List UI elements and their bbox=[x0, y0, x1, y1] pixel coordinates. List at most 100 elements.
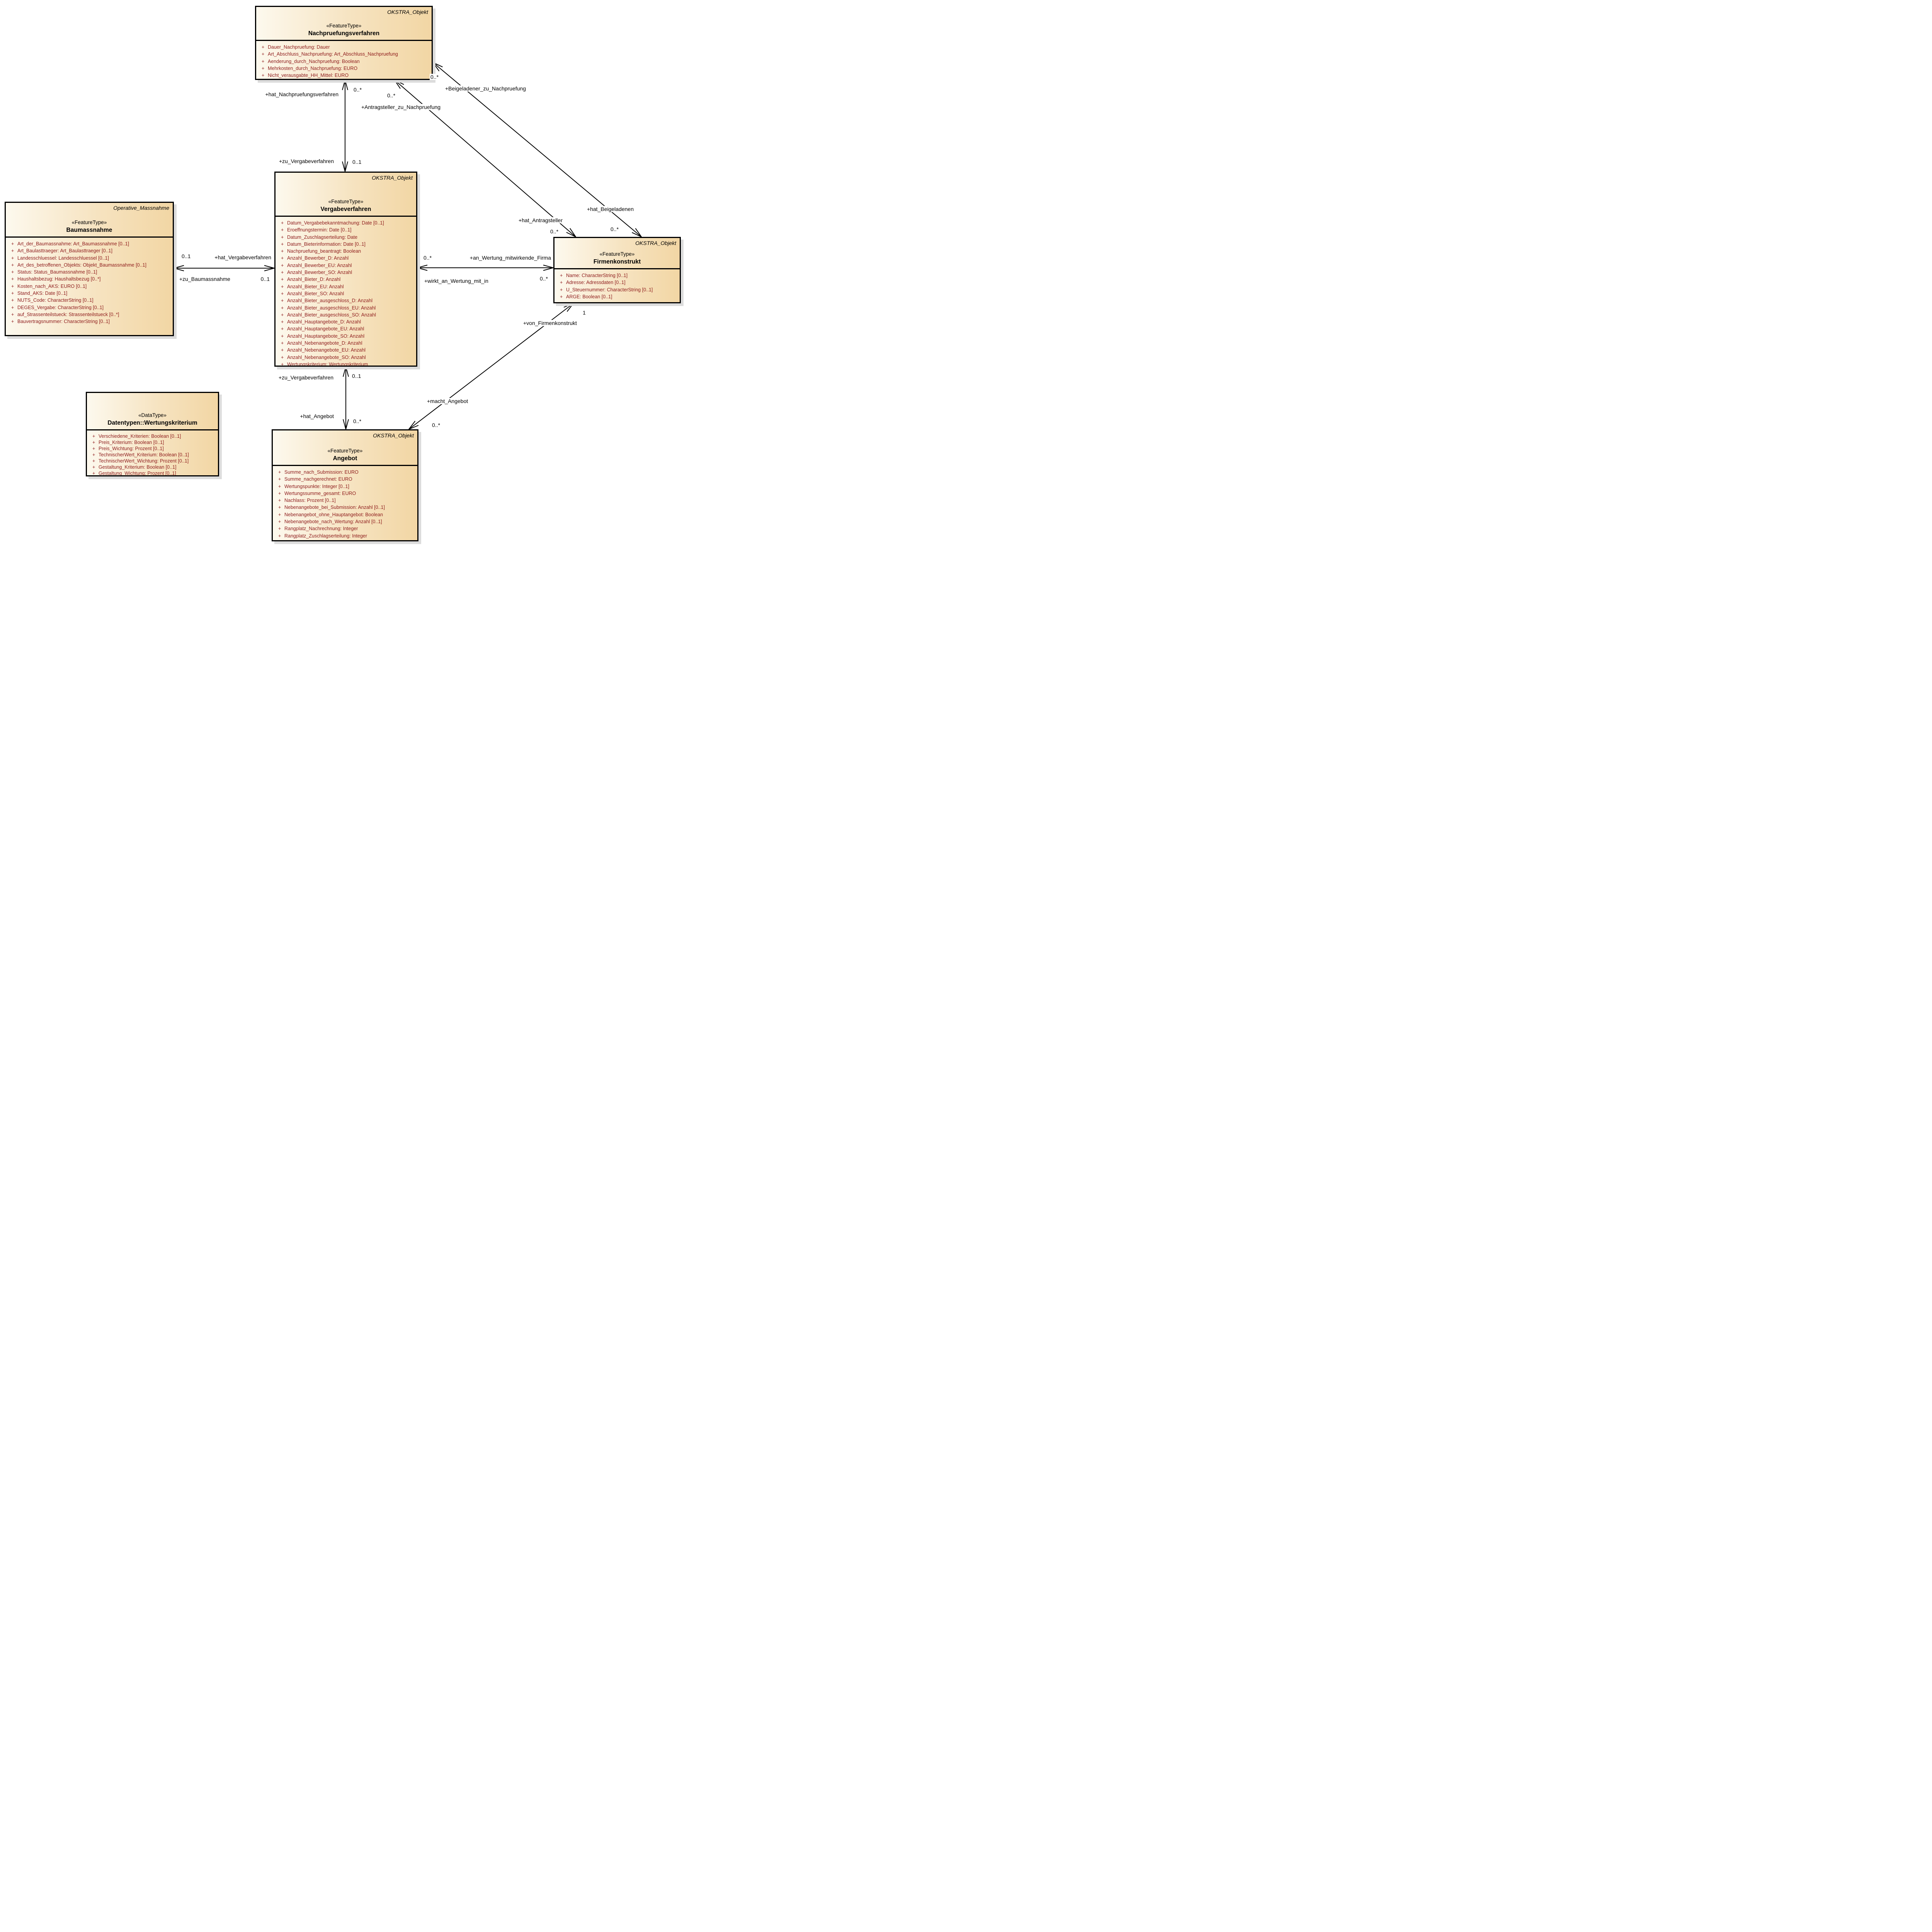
stereotype-label: «FeatureType» bbox=[71, 219, 107, 225]
parent-package-label: OKSTRA_Objekt bbox=[635, 240, 676, 246]
attribute-text: Adresse: Adressdaten [0..1] bbox=[566, 280, 626, 286]
attribute-row: +Preis_Wichtung: Prozent [0..1] bbox=[87, 446, 218, 452]
attribute-row: +Art_der_Baumassnahme: Art_Baumassnahme … bbox=[6, 240, 173, 247]
attribute-row: +Datum_Vergabebekanntmachung: Date [0..1… bbox=[276, 219, 416, 226]
attribute-text: TechnischerWert_Kriterium: Boolean [0..1… bbox=[99, 452, 189, 457]
attribute-row: +Wertungskriterium: Wertungskriterium bbox=[276, 361, 416, 366]
edge-multiplicity: 0..1 bbox=[351, 372, 362, 379]
attribute-text: Haushaltsbezug: Haushaltsbezug [0..*] bbox=[17, 276, 101, 282]
visibility-public-symbol: + bbox=[11, 262, 14, 268]
attribute-row: +Nachlass: Prozent [0..1] bbox=[273, 497, 417, 504]
attribute-list: +Name: CharacterString [0..1]+Adresse: A… bbox=[554, 269, 680, 300]
attribute-row: +Rangplatz_Nachrechnung: Integer bbox=[273, 525, 417, 532]
attribute-row: +Preis_Kriterium: Boolean [0..1] bbox=[87, 439, 218, 446]
edge-multiplicity: 0..* bbox=[539, 275, 549, 282]
edge-role-label: +hat_Nachpruefungsverfahren bbox=[264, 91, 339, 98]
visibility-public-symbol: + bbox=[278, 505, 281, 510]
attribute-list: +Verschiedene_Kriterien: Boolean [0..1]+… bbox=[87, 430, 218, 476]
parent-package-label: OKSTRA_Objekt bbox=[372, 175, 413, 181]
attribute-text: Anzahl_Nebenangebote_D: Anzahl bbox=[287, 340, 362, 346]
class-header: «DataType» Datentypen::Wertungskriterium bbox=[87, 393, 218, 430]
attribute-row: +DEGES_Vergabe: CharacterString [0..1] bbox=[6, 304, 173, 311]
attribute-text: Nachlass: Prozent [0..1] bbox=[284, 498, 336, 503]
attribute-text: auf_Strassenteilstueck: Strassenteilstue… bbox=[17, 311, 119, 317]
visibility-public-symbol: + bbox=[281, 326, 284, 332]
attribute-row: +Rangplatz_Zuschlagserteilung: Integer bbox=[273, 532, 417, 539]
visibility-public-symbol: + bbox=[281, 333, 284, 339]
stereotype-label: «FeatureType» bbox=[327, 448, 363, 454]
attribute-text: Gestaltung_Wichtung: Prozent [0..1] bbox=[99, 471, 176, 476]
attribute-text: Nebenangebote_nach_Wertung: Anzahl [0..1… bbox=[284, 519, 382, 525]
attribute-text: Anzahl_Hauptangebote_D: Anzahl bbox=[287, 319, 361, 325]
uml-class-diagram: OKSTRA_Objekt «FeatureType» Nachpruefung… bbox=[0, 0, 686, 546]
attribute-list: +Summe_nach_Submission: EURO+Summe_nachg… bbox=[273, 466, 417, 539]
attribute-row: +Anzahl_Bieter_D: Anzahl bbox=[276, 276, 416, 283]
attribute-text: Anzahl_Bewerber_SO: Anzahl bbox=[287, 270, 352, 276]
edge-role-label: +hat_Vergabeverfahren bbox=[214, 254, 272, 261]
attribute-text: NUTS_Code: CharacterString [0..1] bbox=[17, 298, 94, 303]
attribute-text: Nachpruefung_beantragt: Boolean bbox=[287, 248, 361, 254]
edge-multiplicity: 0..* bbox=[352, 418, 362, 425]
attribute-row: +Gestaltung_Wichtung: Prozent [0..1] bbox=[87, 470, 218, 476]
edge-multiplicity: 0..* bbox=[549, 228, 560, 235]
attribute-row: +Art_des_betroffenen_Objekts: Objekt_Bau… bbox=[6, 262, 173, 269]
class-name: Firmenkonstrukt bbox=[593, 259, 641, 265]
visibility-public-symbol: + bbox=[11, 319, 14, 325]
attribute-row: +Anzahl_Bewerber_D: Anzahl bbox=[276, 255, 416, 262]
visibility-public-symbol: + bbox=[92, 458, 95, 464]
attribute-text: U_Steuernummer: CharacterString [0..1] bbox=[566, 287, 653, 293]
attribute-text: Summe_nach_Submission: EURO bbox=[284, 469, 359, 475]
class-box-baumassnahme: Operative_Massnahme «FeatureType» Baumas… bbox=[5, 202, 174, 336]
visibility-public-symbol: + bbox=[11, 298, 14, 303]
attribute-list: +Art_der_Baumassnahme: Art_Baumassnahme … bbox=[6, 238, 173, 325]
parent-package-label: OKSTRA_Objekt bbox=[373, 432, 414, 439]
visibility-public-symbol: + bbox=[262, 65, 265, 71]
visibility-public-symbol: + bbox=[281, 291, 284, 296]
attribute-row: +TechnischerWert_Kriterium: Boolean [0..… bbox=[87, 452, 218, 458]
attribute-row: +Haushaltsbezug: Haushaltsbezug [0..*] bbox=[6, 276, 173, 282]
visibility-public-symbol: + bbox=[11, 311, 14, 317]
attribute-text: Nicht_verausgabte_HH_Mittel: EURO bbox=[268, 73, 349, 78]
stereotype-label: «FeatureType» bbox=[599, 251, 635, 257]
attribute-list: +Dauer_Nachpruefung: Dauer+Art_Abschluss… bbox=[256, 41, 432, 79]
visibility-public-symbol: + bbox=[278, 469, 281, 475]
class-box-wertungskriterium: «DataType» Datentypen::Wertungskriterium… bbox=[86, 392, 219, 476]
attribute-row: +Nebenangebot_ohne_Hauptangebot: Boolean bbox=[273, 511, 417, 518]
class-box-nachpruefungsverfahren: OKSTRA_Objekt «FeatureType» Nachpruefung… bbox=[255, 6, 433, 80]
visibility-public-symbol: + bbox=[11, 304, 14, 310]
attribute-row: +Anzahl_Bieter_EU: Anzahl bbox=[276, 283, 416, 290]
attribute-text: Bauvertragsnummer: CharacterString [0..1… bbox=[17, 319, 110, 325]
attribute-text: Anzahl_Nebenangebote_SO: Anzahl bbox=[287, 354, 366, 360]
attribute-row: +Nachpruefung_beantragt: Boolean bbox=[276, 248, 416, 255]
attribute-text: Rangplatz_Nachrechnung: Integer bbox=[284, 526, 358, 532]
visibility-public-symbol: + bbox=[11, 255, 14, 261]
association-antragsteller-zu-nachpruefung bbox=[395, 80, 576, 237]
edge-multiplicity: 0..* bbox=[423, 254, 433, 261]
visibility-public-symbol: + bbox=[278, 512, 281, 517]
visibility-public-symbol: + bbox=[281, 255, 284, 261]
class-header: Operative_Massnahme «FeatureType» Baumas… bbox=[6, 203, 173, 238]
class-header: OKSTRA_Objekt «FeatureType» Firmenkonstr… bbox=[554, 238, 680, 269]
class-box-angebot: OKSTRA_Objekt «FeatureType» Angebot +Sum… bbox=[272, 429, 418, 541]
visibility-public-symbol: + bbox=[560, 287, 563, 293]
visibility-public-symbol: + bbox=[560, 280, 563, 286]
visibility-public-symbol: + bbox=[281, 319, 284, 325]
attribute-text: Status: Status_Baumassnahme [0..1] bbox=[17, 269, 97, 275]
attribute-text: Preis_Wichtung: Prozent [0..1] bbox=[99, 446, 164, 451]
edge-multiplicity: 0..1 bbox=[352, 158, 362, 165]
visibility-public-symbol: + bbox=[281, 262, 284, 268]
stereotype-label: «FeatureType» bbox=[328, 199, 364, 204]
visibility-public-symbol: + bbox=[11, 291, 14, 296]
visibility-public-symbol: + bbox=[281, 270, 284, 276]
attribute-row: +Summe_nach_Submission: EURO bbox=[273, 469, 417, 476]
edge-multiplicity: 0..* bbox=[610, 226, 620, 233]
edge-multiplicity: 0..1 bbox=[260, 276, 270, 282]
parent-package-label: Operative_Massnahme bbox=[113, 205, 169, 211]
edge-multiplicity: 1 bbox=[582, 309, 587, 316]
visibility-public-symbol: + bbox=[11, 248, 14, 254]
visibility-public-symbol: + bbox=[278, 498, 281, 503]
edge-role-label: +Antragsteller_zu_Nachpruefung bbox=[361, 104, 442, 111]
visibility-public-symbol: + bbox=[11, 241, 14, 247]
attribute-text: Art_Abschluss_Nachpruefung: Art_Abschlus… bbox=[268, 51, 398, 57]
edge-role-label: +hat_Antragsteller bbox=[517, 217, 563, 224]
